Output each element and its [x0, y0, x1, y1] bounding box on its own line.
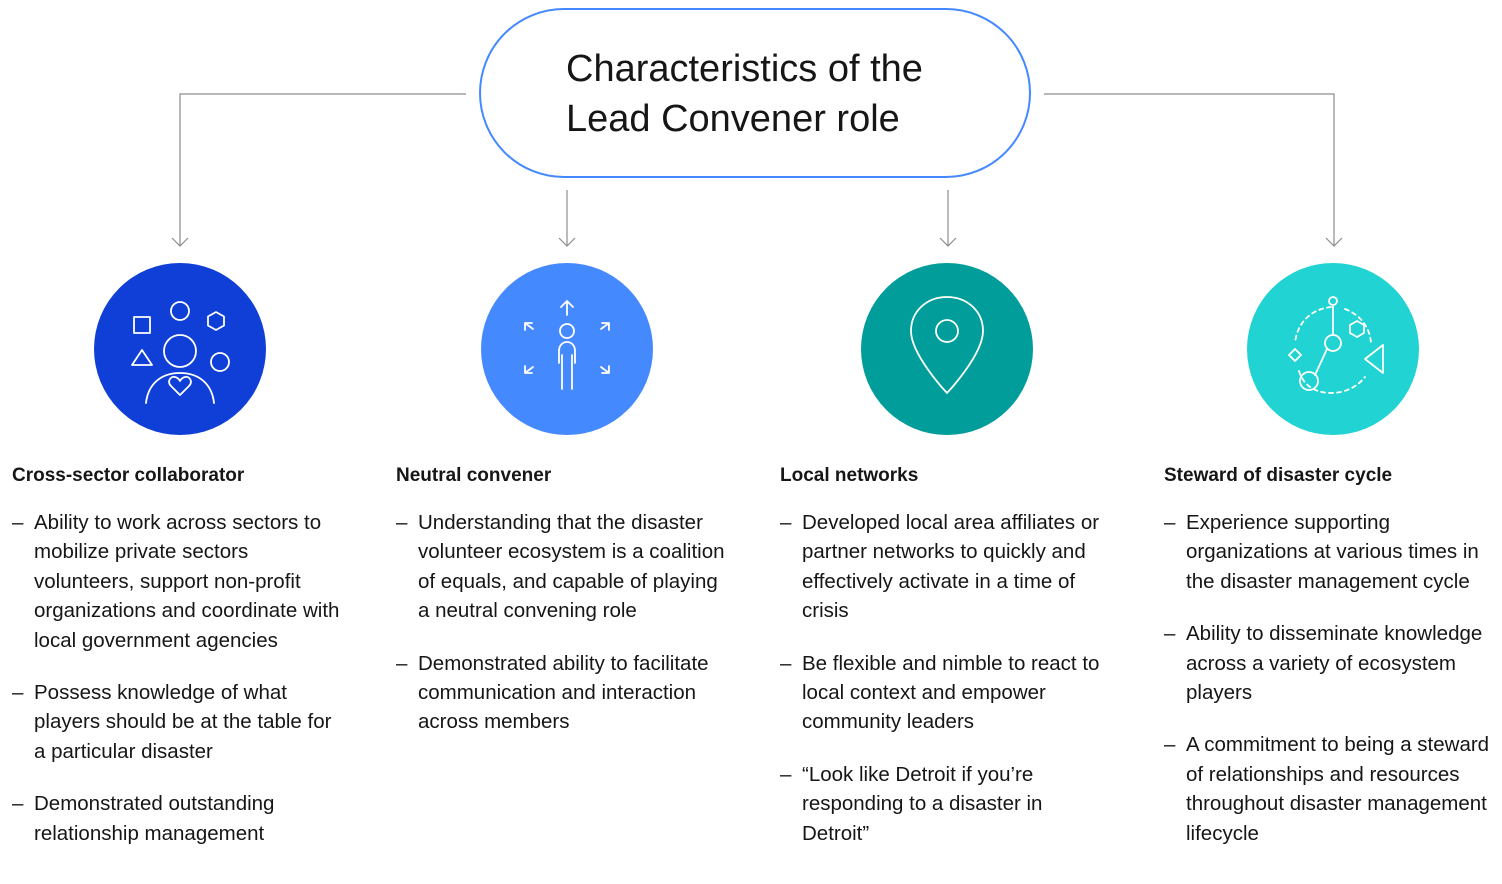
bullet-point: Experience supporting organizations at v… — [1164, 508, 1494, 596]
bullet-point: Demonstrated outstanding relationship ma… — [12, 789, 347, 848]
diagram-title: Characteristics of the Lead Convener rol… — [566, 44, 923, 144]
bullet-point: Developed local area affiliates or partn… — [780, 508, 1115, 626]
column-steward: Steward of disaster cycle Experience sup… — [1164, 462, 1494, 871]
title-line-1: Characteristics of the — [566, 48, 923, 90]
arrowhead-2 — [558, 237, 576, 247]
title-pill: Characteristics of the Lead Convener rol… — [479, 8, 1031, 178]
column-local: Local networks Developed local area affi… — [780, 462, 1115, 871]
bullet-point: Be flexible and nimble to react to local… — [780, 649, 1115, 737]
circle-neutral — [481, 263, 653, 435]
bullet-point: Demonstrated ability to facilitate commu… — [396, 649, 726, 737]
bullet-point: Understanding that the disaster voluntee… — [396, 508, 726, 626]
connector-left — [179, 93, 466, 246]
column-heading: Neutral convener — [396, 465, 552, 486]
arrowhead-4 — [1325, 237, 1343, 247]
arrowhead-3 — [939, 237, 957, 247]
column-heading: Steward of disaster cycle — [1164, 465, 1393, 486]
bullet-point: “Look like Detroit if you’re responding … — [780, 760, 1115, 848]
circle-cross-sector — [94, 263, 266, 435]
circle-steward — [1247, 263, 1419, 435]
bullet-list: Developed local area affiliates or partn… — [780, 508, 1115, 848]
person-arrows-icon — [524, 300, 610, 390]
column-cross-sector: Cross-sector collaborator Ability to wor… — [12, 462, 347, 871]
bullet-list: Understanding that the disaster voluntee… — [396, 508, 726, 737]
column-heading: Cross-sector collaborator — [12, 465, 245, 486]
cycle-nodes-icon — [1288, 296, 1384, 394]
bullet-list: Ability to work across sectors to mobili… — [12, 508, 347, 848]
location-pin-icon — [910, 296, 984, 394]
arrowhead-1 — [171, 237, 189, 247]
bullet-point: A commitment to being a steward of relat… — [1164, 730, 1494, 848]
connector-right — [1044, 93, 1335, 246]
bullet-list: Experience supporting organizations at v… — [1164, 508, 1494, 848]
bullet-point: Ability to disseminate knowledge across … — [1164, 619, 1494, 707]
people-shapes-icon — [131, 301, 230, 404]
bullet-point: Possess knowledge of what players should… — [12, 678, 347, 766]
bullet-point: Ability to work across sectors to mobili… — [12, 508, 347, 655]
column-neutral: Neutral convener Understanding that the … — [396, 462, 726, 760]
circle-local — [861, 263, 1033, 435]
column-heading: Local networks — [780, 465, 919, 486]
title-line-2: Lead Convener role — [566, 98, 900, 140]
